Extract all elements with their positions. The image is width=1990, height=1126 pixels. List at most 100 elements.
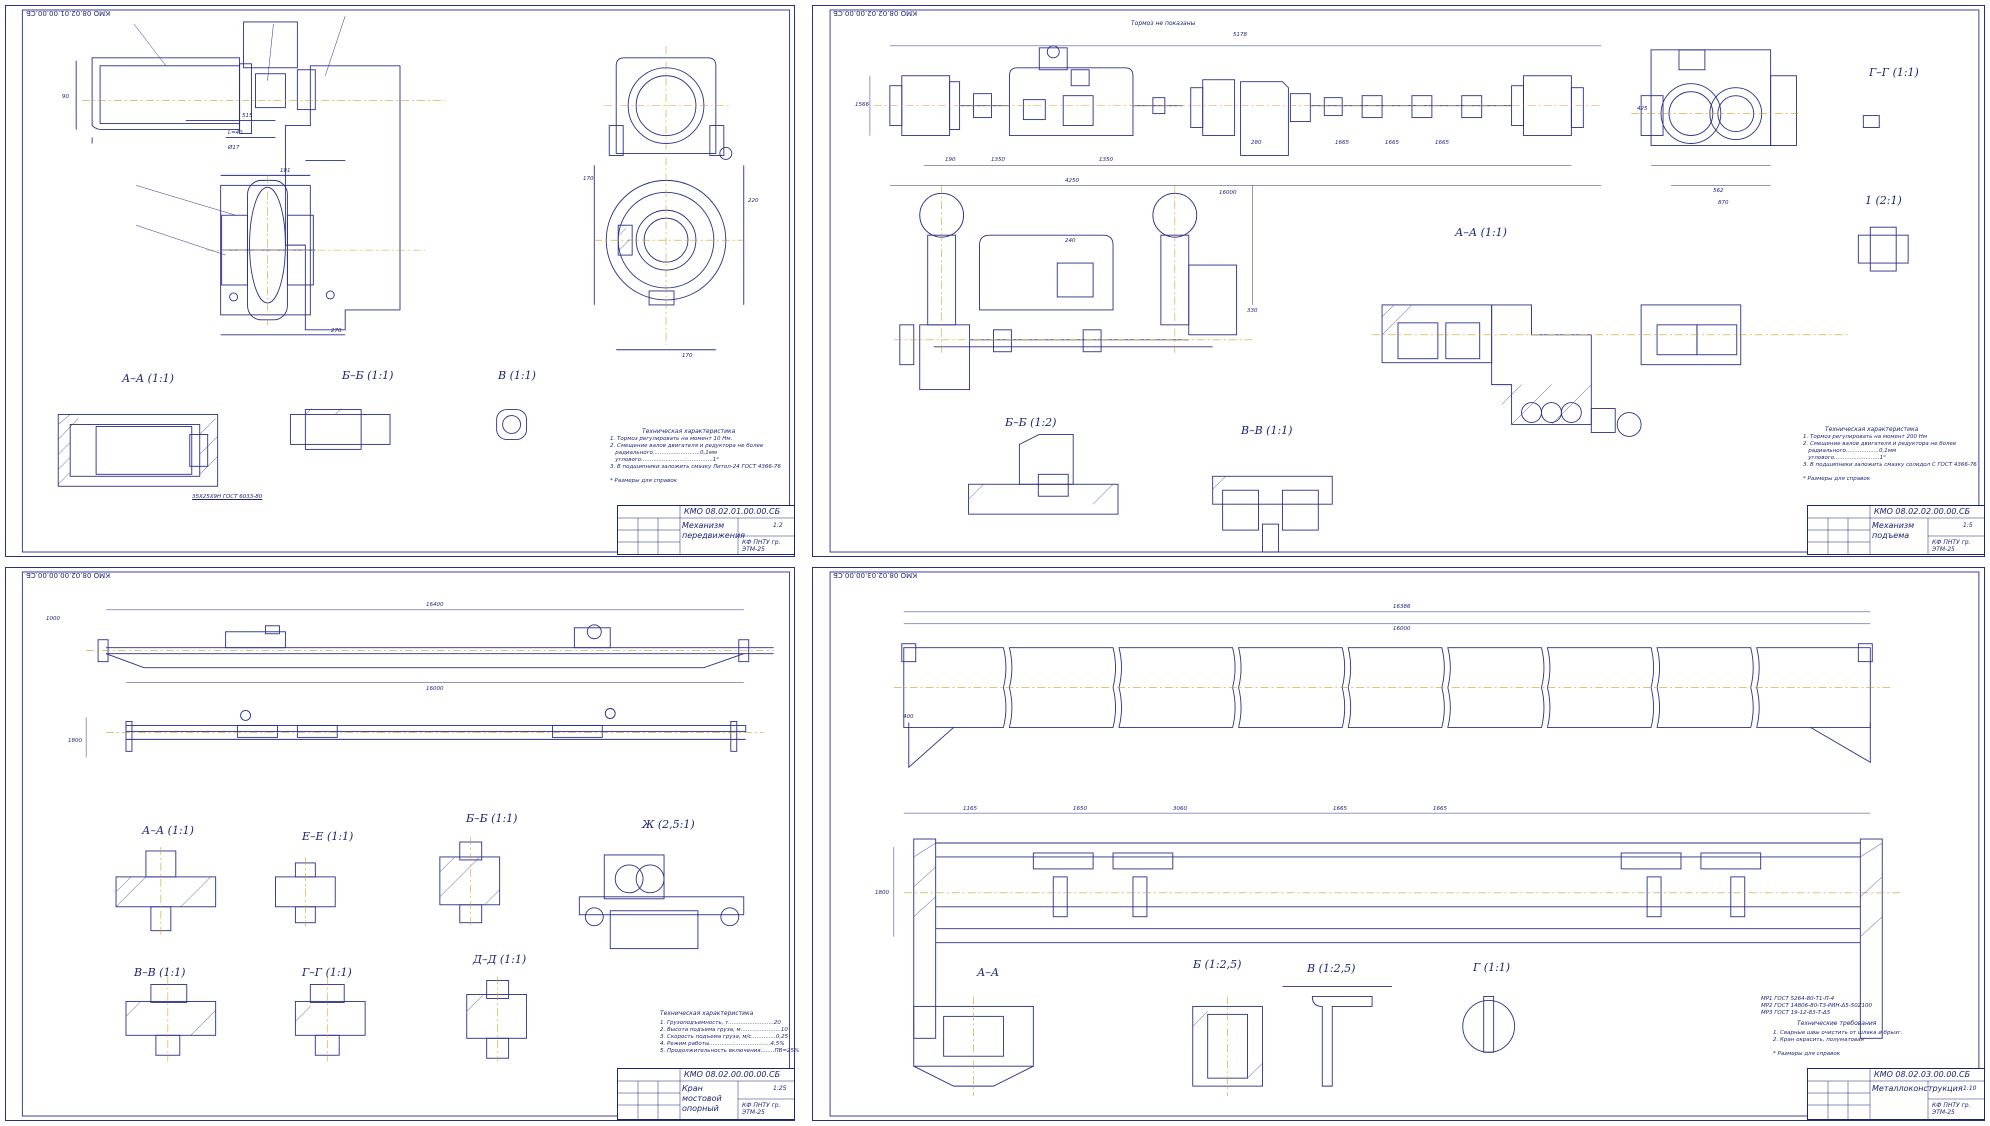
technical-notes: 1. Грузоподъемность, т..................… — [660, 1020, 800, 1054]
dim-1: 16400 — [426, 602, 444, 608]
title-block-scale: 1:25 — [773, 1085, 787, 1092]
sheet-stamp: КМО 08.02.00.00.00.СБ — [26, 571, 111, 579]
dim-3: 1800 — [68, 738, 82, 744]
section-label-g: Г–Г (1:1) — [302, 966, 352, 979]
section-label-g: Г (1:1) — [1473, 961, 1511, 974]
dim-8: 220 — [748, 198, 759, 204]
sheet-stamp: КМО 08.02.03.00.00.СБ — [833, 571, 918, 579]
metal-structure-drawing — [829, 571, 1980, 1117]
section-label-a: А–А (1:1) — [122, 372, 174, 385]
overhead-crane-drawing — [21, 571, 791, 1117]
dim-3: L=40 — [228, 130, 243, 136]
title-block-scale: 1:10 — [1963, 1085, 1977, 1092]
drawing-sheet-hoist-mechanism: КМО 08.02.02.00.00.СБ Тормоз не показаны… — [812, 5, 1985, 557]
dim-2: 16000 — [426, 686, 444, 692]
dim-2: 16000 — [1393, 626, 1411, 632]
section-label-g: Г–Г (1:1) — [1869, 66, 1919, 79]
title-block: КМО 08.02.03.00.00.СБ Металлоконструкция… — [1807, 1068, 1985, 1120]
dim-5: 181 — [280, 168, 291, 174]
dim-5: 3060 — [1173, 806, 1187, 812]
dim-7: 170 — [682, 353, 693, 359]
technical-notes: 1. Тормоз регулировать на момент 10 Нм. … — [610, 436, 781, 484]
section-label-a: А–А (1:1) — [142, 824, 194, 837]
dim-2: 1566 — [855, 102, 869, 108]
dim-9: 400 — [903, 714, 914, 720]
drawing-sheet-travel-mechanism: КМО 08.02.01.00.00.СБ А–А (1:1) Б–Б (1:1… — [5, 5, 795, 557]
dim-9: 170 — [583, 176, 594, 182]
dim-3: 190 — [945, 157, 956, 163]
drawing-sheet-metal-structure: КМО 08.02.03.00.00.СБ А–А Б (1:2,5) В (1… — [812, 567, 1985, 1121]
dim-7: 1665 — [1433, 806, 1447, 812]
notes-title: Техническая характеристика — [1825, 426, 1919, 433]
dim-1: 16386 — [1393, 604, 1411, 610]
section-label-b: Б (1:2,5) — [1193, 958, 1242, 971]
sheet-stamp: КМО 08.02.01.00.00.СБ — [26, 9, 111, 17]
weld-notes: МР1 ГОСТ 5264-80-Т1-П-4 МР2 ГОСТ 14806-8… — [1761, 996, 1873, 1016]
title-block: КМО 08.02.00.00.00.СБ Кран мостовой опор… — [617, 1068, 795, 1120]
dim-9: 1665 — [1335, 140, 1349, 146]
dim-3: 1165 — [963, 806, 977, 812]
title-block-org: КФ ПНТУ гр. ЭТМ-25 — [1932, 539, 1971, 553]
title-block-scale: 1:2 — [773, 522, 783, 529]
title-block: КМО 08.02.01.00.00.СБ Механизм передвиже… — [617, 505, 795, 555]
notes-title: Техническая характеристика — [642, 428, 736, 435]
title-block-code: КМО 08.02.02.00.00.СБ — [1874, 507, 1971, 516]
dim-8: 280 — [1251, 140, 1262, 146]
title-block-code: КМО 08.02.00.00.00.СБ — [684, 1070, 781, 1079]
dim-14: 870 — [1718, 200, 1729, 206]
dim-4: 1350 — [991, 157, 1005, 163]
dim-4: Ø17 — [228, 145, 240, 151]
title-block-org: КФ ПНТУ гр. ЭТМ-25 — [742, 539, 781, 553]
dim-16: 330 — [1247, 308, 1258, 314]
title-block-name: Механизм подъема — [1872, 521, 1915, 540]
dim-15: 240 — [1065, 238, 1076, 244]
dim-2: 515 — [242, 113, 253, 119]
travel-mechanism-drawing — [21, 9, 791, 553]
dim-5: 1350 — [1099, 157, 1113, 163]
dim-1: 90 — [62, 94, 69, 100]
section-label-a: А–А — [977, 966, 1000, 979]
hoist-mechanism-drawing — [829, 9, 1980, 553]
section-label-v: В–В (1:1) — [1241, 424, 1293, 437]
drawing-sheet-overhead-crane: КМО 08.02.00.00.00.СБ А–А (1:1) Е–Е (1:1… — [5, 567, 799, 1121]
section-label-b: Б–Б (1:2) — [1005, 416, 1057, 429]
dim-8: 1800 — [875, 890, 889, 896]
dim-12: 425 — [1637, 106, 1648, 112]
dim-11: 1665 — [1435, 140, 1449, 146]
section-label-v: В (1:1) — [498, 369, 536, 382]
dim-6: 270 — [331, 328, 342, 334]
technical-notes: 1. Тормоз регулировать на момент 200 Нм … — [1803, 434, 1977, 482]
section-label-detail: 1 (2:1) — [1865, 194, 1902, 207]
notes-title: Технические требования — [1797, 1020, 1877, 1027]
section-label-v: В–В (1:1) — [134, 966, 186, 979]
dim-13: 562 — [1713, 188, 1724, 194]
title-block-org: КФ ПНТУ гр. ЭТМ-25 — [742, 1102, 781, 1116]
title-block-name: Механизм передвижения — [682, 521, 745, 540]
bolt-note: 35Х25Х9Н ГОСТ 6033-80 — [192, 494, 263, 500]
section-label-b: Б–Б (1:1) — [342, 369, 394, 382]
dim-4: 1000 — [46, 616, 60, 622]
top-caption: Тормоз не показаны — [1131, 20, 1196, 27]
title-block-scale: 1:5 — [1963, 522, 1973, 529]
dim-6: 1665 — [1333, 806, 1347, 812]
sheet-stamp: КМО 08.02.02.00.00.СБ — [833, 9, 918, 17]
dim-10: 1665 — [1385, 140, 1399, 146]
section-label-e: Е–Е (1:1) — [302, 830, 354, 843]
section-label-b: Б–Б (1:1) — [466, 812, 518, 825]
title-block: КМО 08.02.02.00.00.СБ Механизм подъема К… — [1807, 505, 1985, 555]
title-block-code: КМО 08.02.03.00.00.СБ — [1874, 1070, 1971, 1079]
title-block-name: Металлоконструкция — [1872, 1084, 1963, 1093]
dim-1: 5178 — [1233, 32, 1247, 38]
technical-notes: 1. Сварные швы очистить от шлака и брызг… — [1773, 1030, 1903, 1057]
section-label-zh: Ж (2,5:1) — [642, 818, 695, 831]
dim-4: 1650 — [1073, 806, 1087, 812]
title-block-code: КМО 08.02.01.00.00.СБ — [684, 507, 781, 516]
dim-6: 4250 — [1065, 178, 1079, 184]
section-label-v: В (1:2,5) — [1307, 962, 1356, 975]
notes-title: Техническая характеристика — [660, 1010, 754, 1017]
dim-7: 16000 — [1219, 190, 1237, 196]
title-block-name: Кран мостовой опорный — [682, 1084, 722, 1113]
section-label-d: Д–Д (1:1) — [473, 953, 527, 966]
title-block-org: КФ ПНТУ гр. ЭТМ-25 — [1932, 1102, 1971, 1116]
section-label-a: А–А (1:1) — [1455, 226, 1507, 239]
